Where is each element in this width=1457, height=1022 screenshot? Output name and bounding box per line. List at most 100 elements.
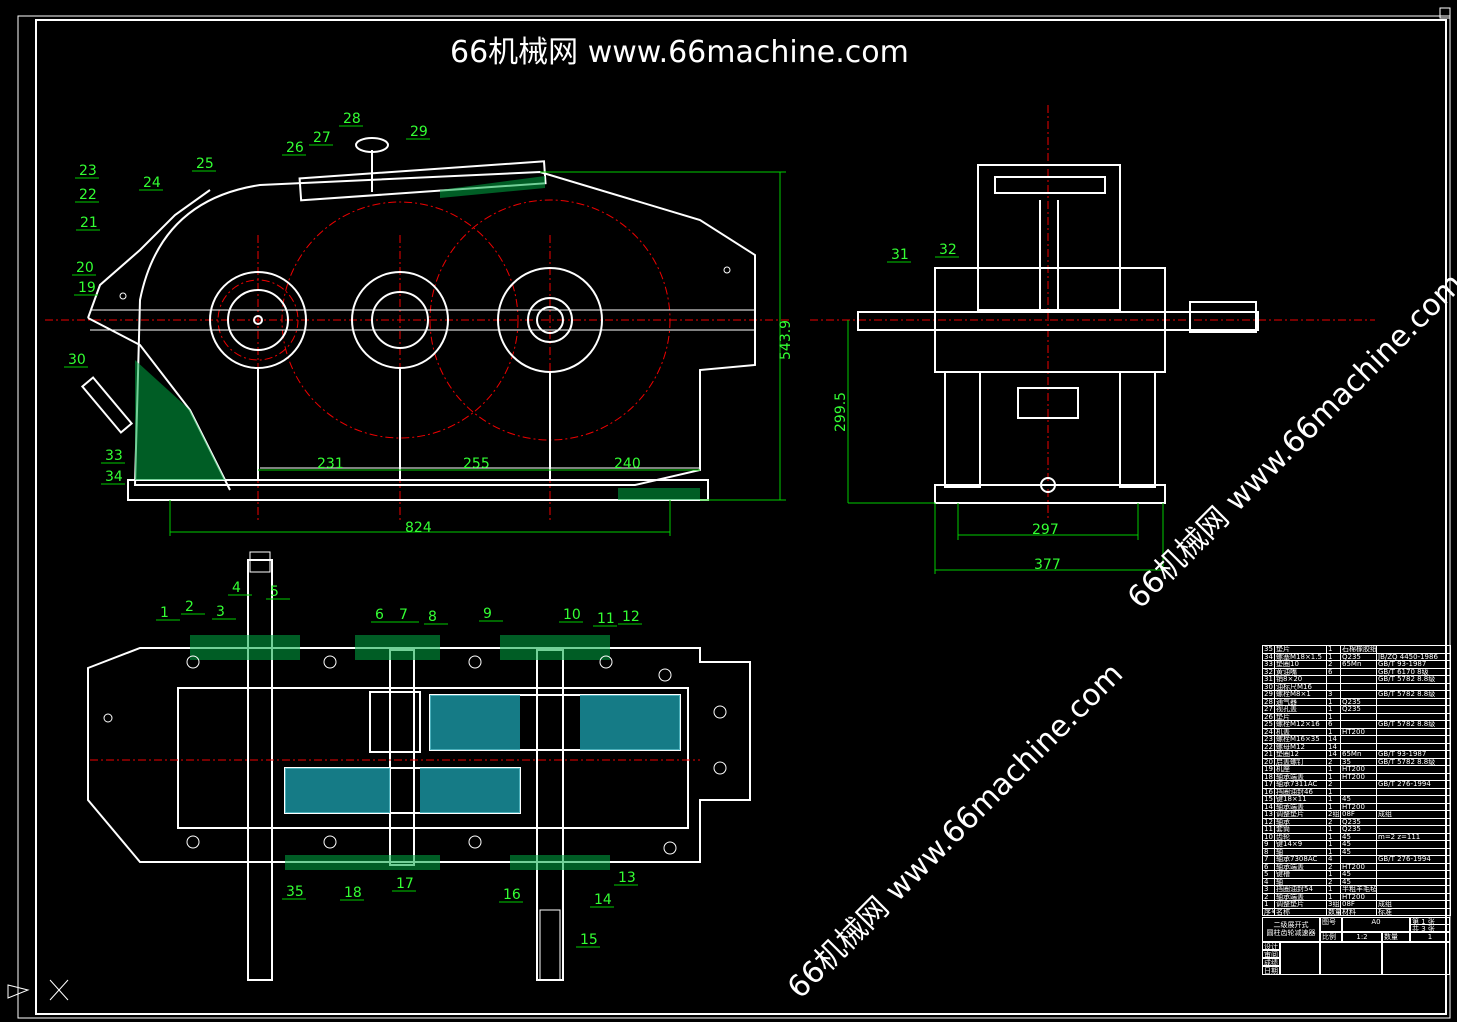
balloon-35: 35: [286, 884, 304, 900]
parts-cell: [1376, 645, 1451, 654]
inner-border: [35, 19, 1447, 1015]
parts-cell: 调整垫片: [1274, 810, 1327, 819]
scale-value: 1:2: [1342, 932, 1382, 942]
parts-cell: 序号: [1262, 907, 1275, 916]
parts-cell: 6: [1326, 720, 1341, 729]
balloon-29: 29: [410, 124, 428, 140]
drawing-no-label: 图号: [1320, 917, 1342, 932]
parts-cell: 齿轮: [1274, 832, 1327, 841]
parts-cell: 键槽: [1274, 870, 1327, 879]
balloon-32: 32: [939, 242, 957, 258]
parts-cell: [1326, 675, 1341, 684]
parts-cell: 31: [1262, 675, 1275, 684]
signature-area: [1280, 942, 1320, 975]
parts-cell: 8: [1262, 847, 1275, 856]
parts-cell: 销8×20: [1274, 675, 1327, 684]
scale-label: 比例: [1320, 932, 1342, 942]
parts-cell: GB/T 5782 8.8级: [1376, 690, 1451, 699]
parts-cell: m=2 z=111: [1376, 832, 1451, 841]
parts-cell: 22: [1262, 742, 1275, 751]
outer-border: [17, 15, 1451, 1019]
balloon-15: 15: [580, 932, 598, 948]
parts-cell: GB/T 93-1987: [1376, 750, 1451, 759]
balloon-34: 34: [105, 469, 123, 485]
plan-view: [87, 551, 751, 981]
parts-cell: [1340, 667, 1377, 676]
parts-cell: HT200: [1340, 862, 1377, 871]
balloon-16: 16: [503, 887, 521, 903]
balloon-21: 21: [80, 215, 98, 231]
balloon-12: 12: [622, 609, 640, 625]
parts-cell: 13: [1262, 810, 1275, 819]
parts-cell: 9: [1262, 840, 1275, 849]
parts-cell: HT200: [1340, 765, 1377, 774]
parts-cell: 1: [1326, 765, 1341, 774]
parts-cell: HT200: [1340, 772, 1377, 781]
balloon-19: 19: [78, 280, 96, 296]
title-name: 二级展开式 圆柱齿轮减速器: [1262, 917, 1320, 942]
parts-cell: 垫圈12: [1274, 750, 1327, 759]
parts-cell: [1340, 787, 1377, 796]
parts-cell: 数量: [1326, 907, 1341, 916]
parts-cell: [1376, 772, 1451, 781]
parts-cell: 材料: [1340, 907, 1377, 916]
parts-cell: 16: [1262, 787, 1275, 796]
parts-cell: [1340, 742, 1377, 751]
parts-cell: 08F: [1340, 900, 1377, 909]
parts-cell: 启盖螺钉: [1274, 757, 1327, 766]
parts-cell: [1376, 705, 1451, 714]
parts-cell: [1326, 682, 1341, 691]
parts-cell: 轴承端盖: [1274, 802, 1327, 811]
parts-cell: 45: [1340, 877, 1377, 886]
parts-cell: 成组: [1376, 810, 1451, 819]
parts-cell: 35: [1262, 645, 1275, 654]
side-view: [810, 105, 1375, 574]
parts-cell: [1340, 690, 1377, 699]
parts-cell: [1376, 817, 1451, 826]
parts-cell: 28: [1262, 697, 1275, 706]
watermark-text: 66机械网 www.66machine.com: [450, 35, 909, 70]
parts-cell: 1: [1262, 900, 1275, 909]
parts-cell: 2: [1326, 817, 1341, 826]
parts-cell: 19: [1262, 765, 1275, 774]
parts-cell: 12: [1262, 817, 1275, 826]
parts-cell: 垫圈10: [1274, 660, 1327, 669]
design-label: 设计: [1262, 942, 1280, 951]
balloon-1: 1: [160, 605, 169, 621]
parts-cell: 6: [1262, 862, 1275, 871]
balloon-2: 2: [185, 599, 194, 615]
parts-cell: 27: [1262, 705, 1275, 714]
parts-cell: 轴: [1274, 877, 1327, 886]
parts-cell: 轴承: [1274, 817, 1327, 826]
balloon-22: 22: [79, 187, 97, 203]
title-block: 二级展开式 圆柱齿轮减速器 图号 A0 第 1 张 共 3 张 比例 1:2 数…: [1262, 917, 1450, 975]
parts-cell: [1376, 682, 1451, 691]
parts-cell: 2: [1326, 877, 1341, 886]
parts-cell: 垫片: [1274, 645, 1327, 654]
parts-cell: [1376, 712, 1451, 721]
parts-cell: 标准: [1376, 907, 1451, 916]
parts-cell: [1376, 892, 1451, 901]
parts-cell: 1: [1326, 840, 1341, 849]
parts-cell: [1340, 675, 1377, 684]
parts-cell: 3: [1326, 690, 1341, 699]
blank-area-1: [1320, 942, 1382, 975]
parts-cell: [1376, 825, 1451, 834]
parts-cell: 2: [1326, 780, 1341, 789]
parts-cell: 14: [1326, 735, 1341, 744]
parts-cell: 1: [1326, 645, 1341, 654]
parts-cell: GB/T 6170 8级: [1376, 667, 1451, 676]
parts-cell: 29: [1262, 690, 1275, 699]
